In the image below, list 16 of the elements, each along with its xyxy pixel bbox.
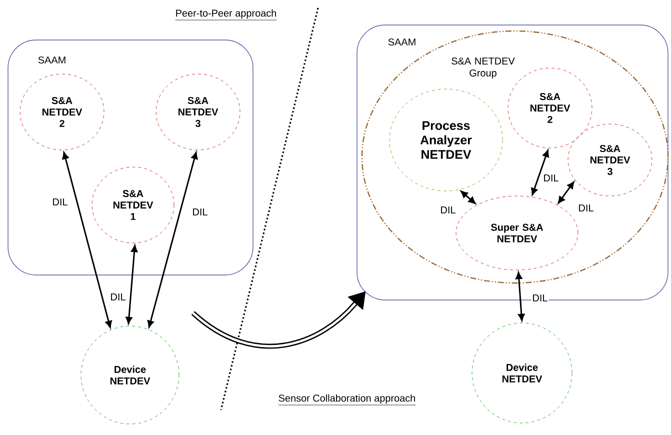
arrow — [460, 190, 476, 204]
edge-label: DIL — [577, 204, 595, 212]
arrow — [147, 152, 198, 328]
heading: Peer-to-Peer approach — [175, 9, 277, 20]
edge-label: DIL — [542, 174, 560, 182]
arrow — [126, 245, 138, 324]
edge-label: DIL — [439, 206, 457, 214]
edge-label: DIL — [531, 294, 549, 302]
arrow — [62, 152, 112, 328]
edge-label: DIL — [109, 292, 127, 302]
edge-label: DIL — [51, 198, 69, 206]
edge-label: DIL — [191, 208, 209, 216]
heading: Sensor Collaboration approach — [278, 394, 416, 406]
arrow — [516, 272, 525, 321]
arrow — [558, 182, 574, 204]
arrow — [531, 150, 550, 196]
